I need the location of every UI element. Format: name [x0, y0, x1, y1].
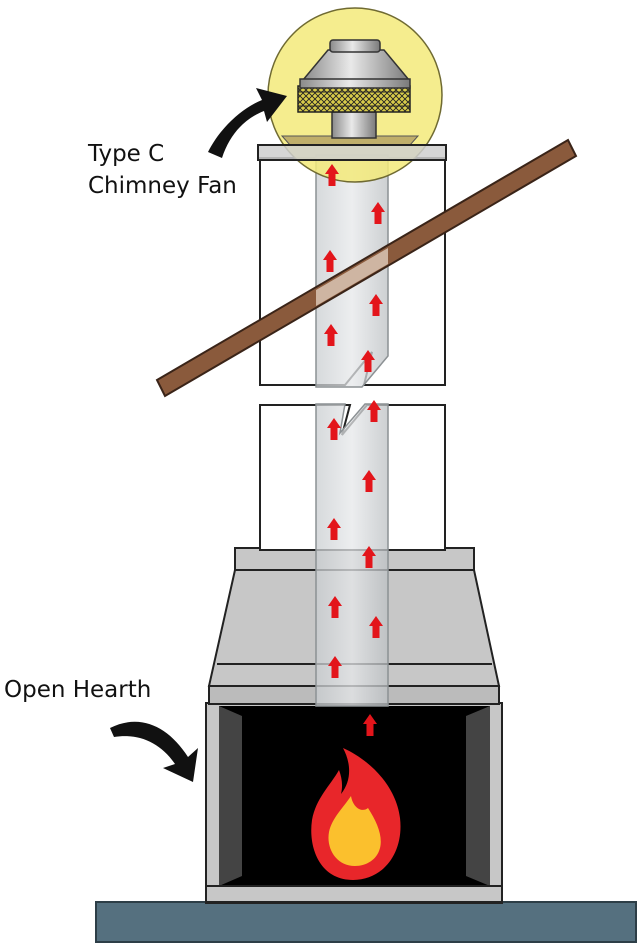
flow-arrow-icon: [328, 596, 342, 618]
airflow-arrows: [323, 164, 385, 736]
fire-icon: [311, 748, 401, 880]
flow-arrow-icon: [361, 350, 375, 372]
flow-arrow-icon: [327, 418, 341, 440]
flow-arrow-icon: [369, 294, 383, 316]
flow-arrow-icon: [369, 616, 383, 638]
callout-arrow-icon: [110, 721, 198, 782]
fan-label-line1: Type C: [88, 141, 165, 167]
fan-label-line2: Chimney Fan: [88, 173, 237, 199]
callout-arrow-icon: [208, 88, 287, 158]
roof-beam-in-flue: [316, 248, 388, 306]
flow-arrow-icon: [367, 400, 381, 422]
flow-arrow-icon: [363, 714, 377, 736]
flow-arrow-icon: [324, 324, 338, 346]
hearth-label: Open Hearth: [4, 677, 152, 703]
flow-arrow-icon: [362, 546, 376, 568]
flow-arrow-icon: [323, 250, 337, 272]
flow-arrow-icon: [328, 656, 342, 678]
flow-arrow-icon: [325, 164, 339, 186]
flow-arrow-icon: [362, 470, 376, 492]
floor-slab: [95, 901, 637, 943]
flow-arrow-icon: [371, 202, 385, 224]
flow-arrow-icon: [327, 518, 341, 540]
chimney-fan-unit: [297, 39, 411, 139]
fan-label: Type C Chimney Fan: [88, 138, 237, 202]
chimney-cap-plate: [257, 144, 447, 161]
